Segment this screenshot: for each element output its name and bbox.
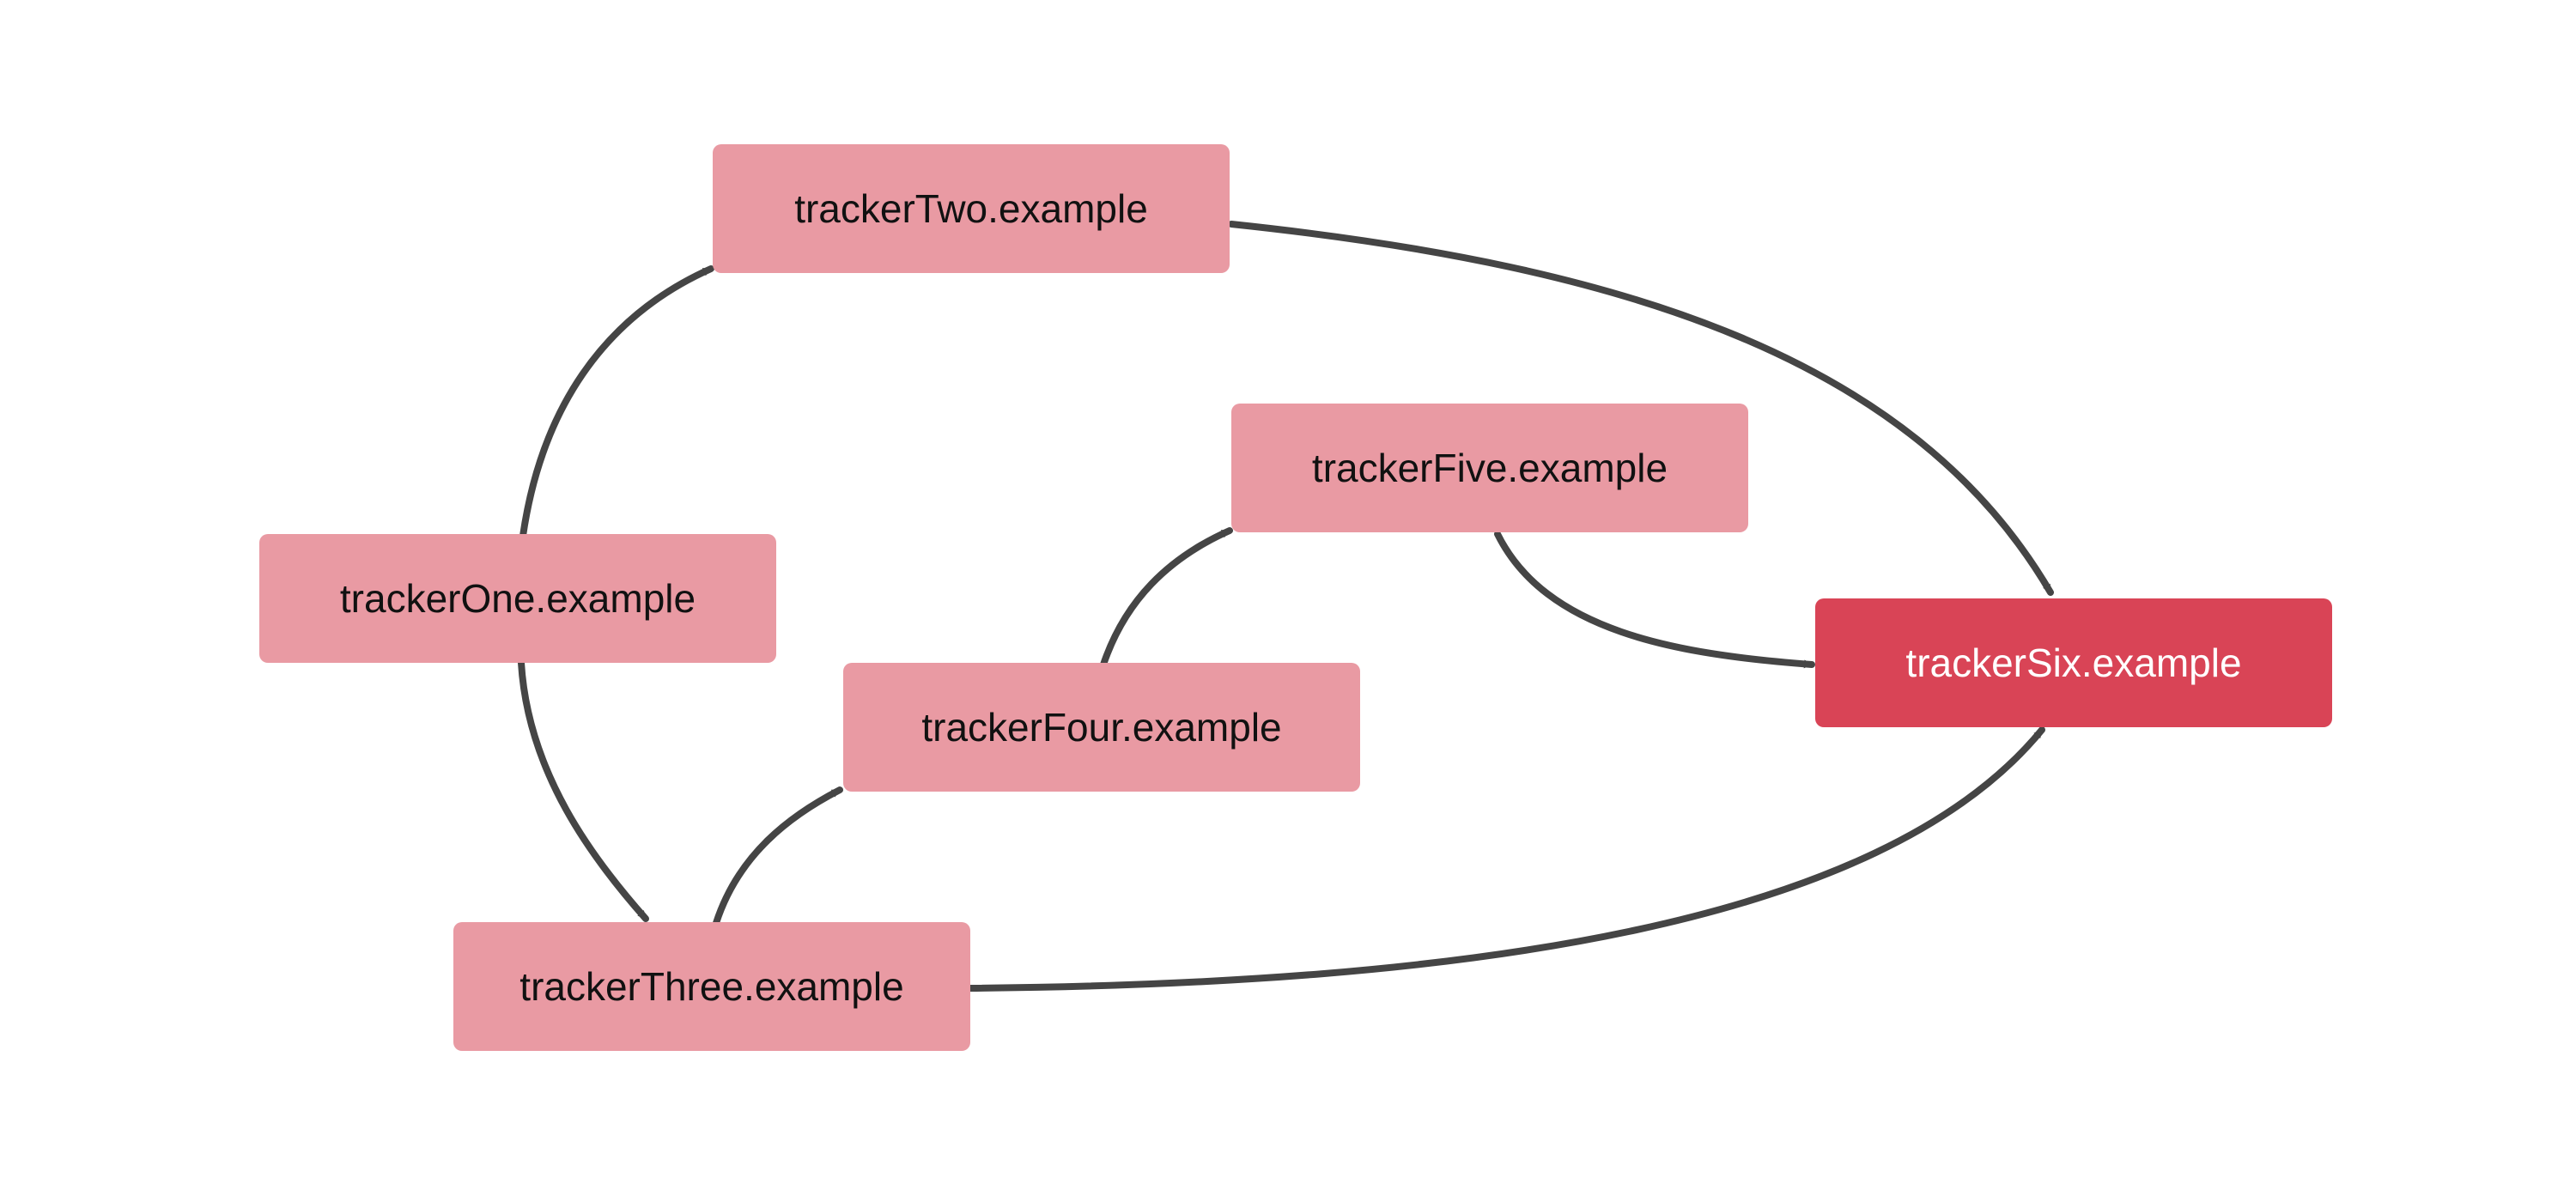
node-label: trackerOne.example xyxy=(340,576,696,621)
edge-three-to-four xyxy=(713,786,843,926)
node-tracker-six: trackerSix.example xyxy=(1815,598,2332,727)
edge-three-to-six xyxy=(967,726,2045,992)
edge-one-to-three xyxy=(518,659,649,922)
node-tracker-five: trackerFive.example xyxy=(1231,404,1748,532)
edge-one-to-two xyxy=(519,265,714,539)
node-label: trackerSix.example xyxy=(1905,641,2241,685)
node-label: trackerThree.example xyxy=(519,964,903,1009)
edge-two-to-six xyxy=(1228,221,2054,596)
edge-five-to-six xyxy=(1494,531,1815,669)
edge-four-to-five xyxy=(1100,527,1233,668)
node-label: trackerFive.example xyxy=(1312,446,1668,490)
node-tracker-two: trackerTwo.example xyxy=(713,144,1230,273)
node-tracker-three: trackerThree.example xyxy=(453,922,970,1051)
node-label: trackerFour.example xyxy=(921,705,1281,750)
node-label: trackerTwo.example xyxy=(794,186,1148,231)
edges xyxy=(518,221,2054,992)
nodes: trackerOne.example trackerTwo.example tr… xyxy=(259,144,2332,1051)
node-tracker-four: trackerFour.example xyxy=(843,663,1360,792)
node-tracker-one: trackerOne.example xyxy=(259,534,776,663)
